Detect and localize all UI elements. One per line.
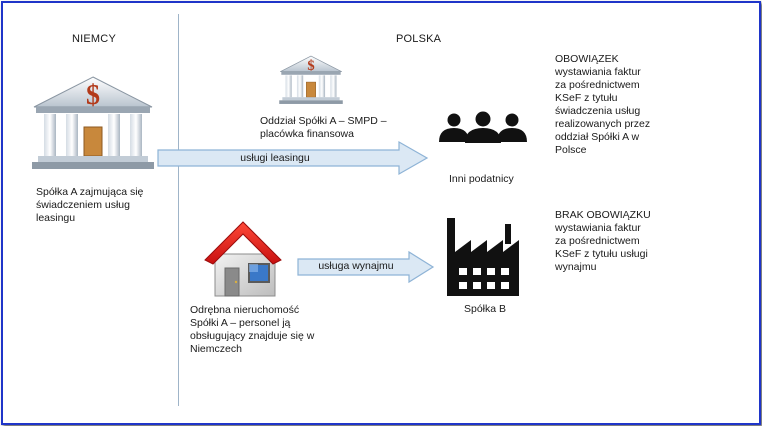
house-icon — [204, 221, 282, 297]
people-icon — [439, 111, 527, 143]
label-spolka-a: Spółka A zajmująca się świadczeniem usłu… — [36, 186, 144, 224]
arrow-wynajem-label: usługa wynajmu — [318, 260, 394, 272]
label-oddzial: Oddział Spółki A – SMPD – placówka finan… — [260, 115, 387, 140]
bank-icon: $ — [279, 55, 343, 104]
svg-text:$: $ — [307, 58, 314, 74]
label-nieruchomosc: Odrębna nieruchomość Spółki A – personel… — [190, 304, 315, 355]
arrow-leasing — [157, 140, 429, 176]
header-germany: NIEMCY — [72, 33, 116, 45]
note-brak-obowiazku: BRAK OBOWIĄZKU wystawiania faktur za poś… — [555, 209, 651, 273]
header-poland: POLSKA — [396, 33, 442, 45]
label-inni-podatnicy: Inni podatnicy — [449, 173, 514, 185]
svg-text:$: $ — [86, 80, 100, 111]
arrow-wynajem — [297, 250, 435, 284]
arrow-leasing-label: usługi leasingu — [240, 152, 310, 164]
bank-icon: $ — [32, 76, 154, 169]
note-obowiazek: OBOWIĄZEK wystawiania faktur za pośredni… — [555, 53, 651, 156]
country-divider — [178, 14, 179, 406]
factory-icon — [447, 218, 519, 296]
label-spolka-b: Spółka B — [464, 303, 507, 315]
